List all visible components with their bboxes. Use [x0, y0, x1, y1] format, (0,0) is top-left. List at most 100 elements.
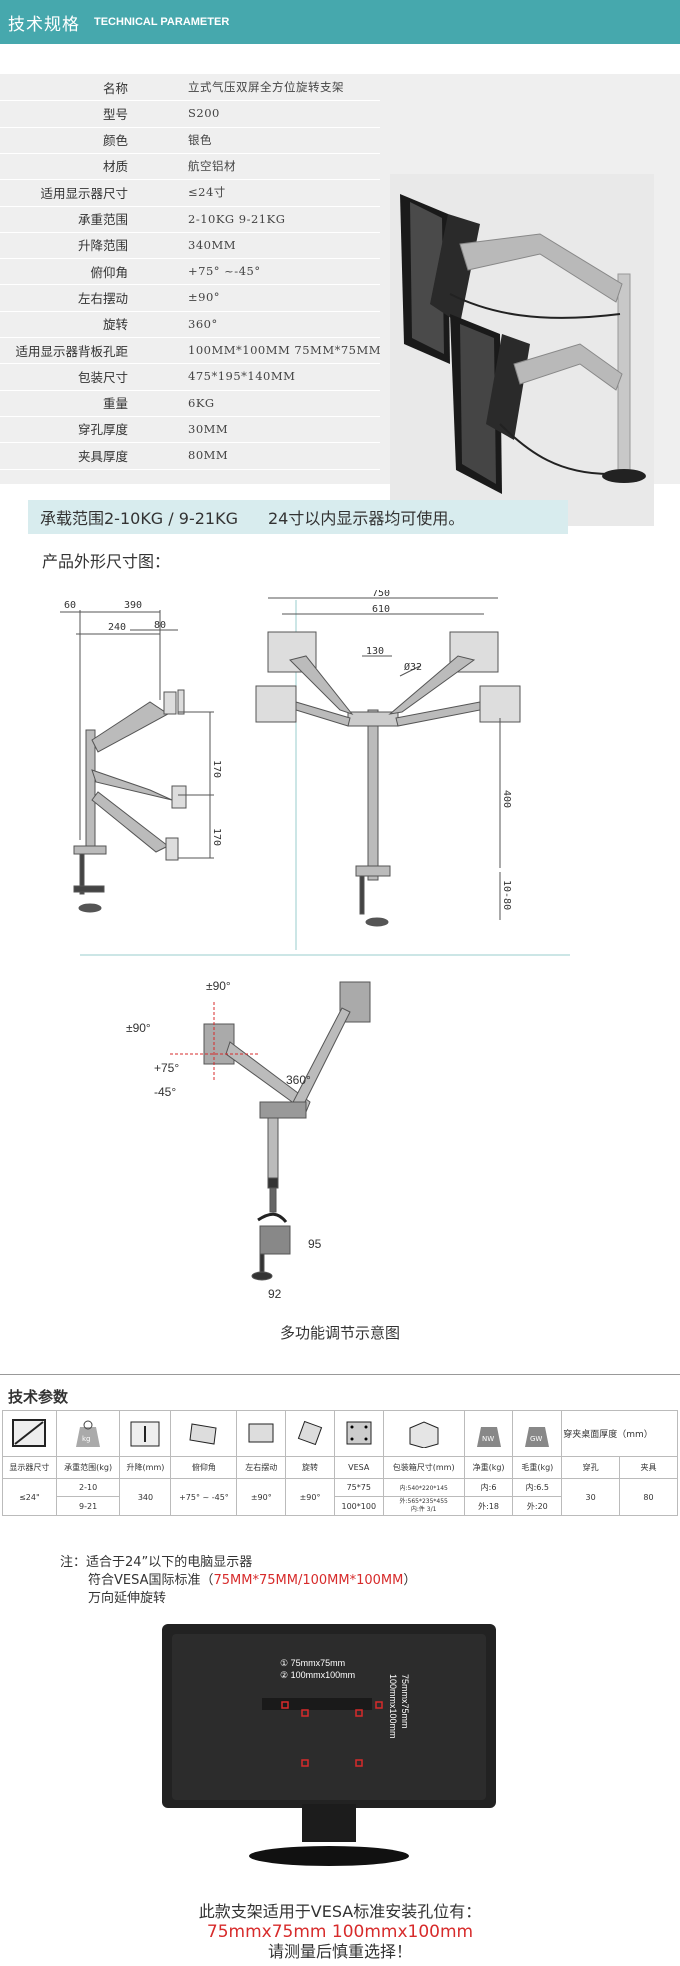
- spec-value: 2-10KG 9-21KG: [188, 211, 286, 226]
- spec-separator: [0, 337, 380, 338]
- load-range-text: 承载范围2-10KG / 9-21KG: [40, 509, 238, 528]
- spec-value: 银色: [188, 132, 212, 147]
- note-line2: 符合VESA国际标准（75MM*75MM/100MM*100MM）: [60, 1572, 416, 1590]
- bottom-line3: 请测量后慎重选择！: [267, 1942, 412, 1961]
- cell-hole: 30: [561, 1478, 621, 1516]
- monitor-size-text: 24寸以内显示器均可使用。: [267, 509, 465, 528]
- cell-nw2: 外:18: [463, 1496, 514, 1516]
- cell-gw1: 内:6.5: [512, 1478, 563, 1497]
- note-line3: 万向延伸旋转: [88, 1591, 167, 1606]
- spec-row: 升降范围 340MM: [0, 232, 680, 258]
- cell-lift: 340: [119, 1478, 172, 1516]
- spec-row: 适用显示器尺寸≤24寸: [0, 179, 680, 205]
- spec-label: 左右摆动: [77, 290, 128, 306]
- dual-monitor-photo: [390, 174, 654, 526]
- spec-value: 30MM: [188, 421, 229, 436]
- monitor-label1: ① 75mmx75mm: [280, 1658, 345, 1668]
- spec-label: 升降范围: [77, 238, 128, 254]
- dim-label-60: 60: [64, 600, 76, 611]
- spec-label: 承重范围: [77, 212, 128, 227]
- spec-separator: [0, 442, 380, 444]
- spec-row: 名称立式气压双屏全方位旋转支架: [0, 74, 680, 100]
- monitor-vlabel1: 75mmx75mm: [400, 1674, 410, 1729]
- param-header-cell: VESA: [333, 1456, 384, 1479]
- bottom-line2: 75mmx75mm 100mmx100mm: [206, 1922, 474, 1942]
- monitor-vlabel2: 100mmx100mm: [388, 1674, 398, 1739]
- dim-label-130: 130: [366, 646, 384, 657]
- spec-value: 475*195*140MM: [188, 369, 296, 384]
- spec-separator: [0, 231, 380, 233]
- param-header-cell: 承重范围(kg): [55, 1456, 121, 1479]
- spec-value: 100MM*100MM 75MM*75MM: [188, 343, 382, 357]
- spec-separator: [0, 152, 380, 154]
- spec-value: 航空铝材: [188, 158, 236, 173]
- dimension-drawing: 60 390 240 80 170 170 750 610 130 Ø32 40…: [60, 590, 570, 956]
- dim-label-610: 610: [372, 604, 390, 615]
- spec-row: 颜色 银色: [0, 127, 680, 153]
- spec-separator: [0, 468, 380, 470]
- icon-gw: GW: [512, 1410, 563, 1457]
- cell-nw1: 内:6: [463, 1478, 514, 1497]
- adjust-label-92: 92: [268, 1287, 282, 1301]
- icon-lift: [119, 1410, 172, 1457]
- header-title-cn: 技术规格: [8, 14, 80, 35]
- spec-row: 左右摆动±90°: [0, 284, 680, 310]
- icon-swing: [236, 1410, 287, 1457]
- cell-size: ≤24": [2, 1478, 57, 1516]
- cell-box2-line: 外:565*235*455: [399, 1498, 448, 1505]
- cell-box1: 内:540*220*145: [382, 1478, 465, 1497]
- spec-value: 80MM: [188, 448, 229, 463]
- dims-title: 产品外形尺寸图：: [42, 552, 171, 571]
- param-header-cell: 左右摆动: [236, 1456, 287, 1479]
- note-line2-pre: 符合VESA国际标准（: [88, 1573, 214, 1588]
- param-header-cell: 显示器尺寸: [2, 1456, 57, 1479]
- header-title-en: TECHNICAL PARAMETER: [94, 16, 230, 28]
- monitor-label2: ② 100mmx100mm: [280, 1670, 355, 1680]
- cell-load1: 2-10: [55, 1478, 121, 1497]
- cell-gw2: 外:20: [512, 1496, 563, 1516]
- param-header-cell: 净重(kg): [463, 1456, 514, 1479]
- spec-separator: [0, 284, 380, 286]
- adjust-label-95: 95: [308, 1237, 322, 1251]
- spec-separator: [0, 389, 380, 391]
- dim-label-170b: 170: [211, 828, 222, 846]
- spec-row: 重量 6KG: [0, 390, 680, 416]
- spec-label: 重量: [102, 396, 128, 412]
- bottom-text: 此款支架适用于VESA标准安装孔位有： 75mmx75mm 100mmx100m…: [0, 1902, 680, 1962]
- spec-label: 夹具厚度: [77, 448, 128, 464]
- cell-vesa2: 100*100: [333, 1496, 384, 1516]
- dim-label-170a: 170: [211, 760, 222, 778]
- adjust-caption: 多功能调节示意图: [279, 1324, 400, 1342]
- load-highlight: 承载范围2-10KG / 9-21KG 24寸以内显示器均可使用。: [28, 500, 568, 534]
- adjust-label-rotate90: ±90°: [206, 979, 231, 993]
- spec-value: ≤24寸: [188, 185, 226, 200]
- spec-value: 340MM: [188, 237, 237, 252]
- spec-value: 6KG: [188, 395, 215, 410]
- dim-label-750: 750: [372, 590, 390, 599]
- product-photo: [390, 174, 654, 526]
- param-header-cell: 夹具: [619, 1456, 678, 1479]
- spec-label: 材质: [102, 159, 128, 175]
- dim-label-240: 240: [108, 622, 126, 633]
- cell-tilt: +75° ~ -45°: [170, 1478, 238, 1516]
- adjust-label-swing90: ±90°: [126, 1021, 151, 1035]
- spec-row: 材质 航空铝材: [0, 153, 680, 179]
- spec-label: 颜色: [102, 133, 128, 149]
- icon-nw-text: NW: [482, 1435, 494, 1443]
- icon-weight-text: kg: [82, 1435, 91, 1443]
- note-block: 注：适合于24”以下的电脑显示器 符合VESA国际标准（75MM*75MM/10…: [60, 1554, 416, 1608]
- spec-row: 夹具厚度 80MM: [0, 442, 680, 468]
- spec-label: 俯仰角: [90, 264, 128, 280]
- note-line2-red: 75MM*75MM/100MM*100MM: [213, 1573, 404, 1588]
- section-header: 技术规格 TECHNICAL PARAMETER: [0, 0, 680, 44]
- icon-tilt: [170, 1410, 238, 1457]
- dim-label-400: 400: [501, 790, 512, 808]
- param-header-cell: 毛重(kg): [512, 1456, 563, 1479]
- adjust-label-tilt75: +75°: [154, 1061, 179, 1075]
- param-header-cell: 升降(mm): [119, 1456, 172, 1479]
- icon-vesa: [333, 1410, 384, 1457]
- param-header-cell: 俯仰角: [170, 1456, 238, 1479]
- icon-weight: kg: [55, 1410, 121, 1457]
